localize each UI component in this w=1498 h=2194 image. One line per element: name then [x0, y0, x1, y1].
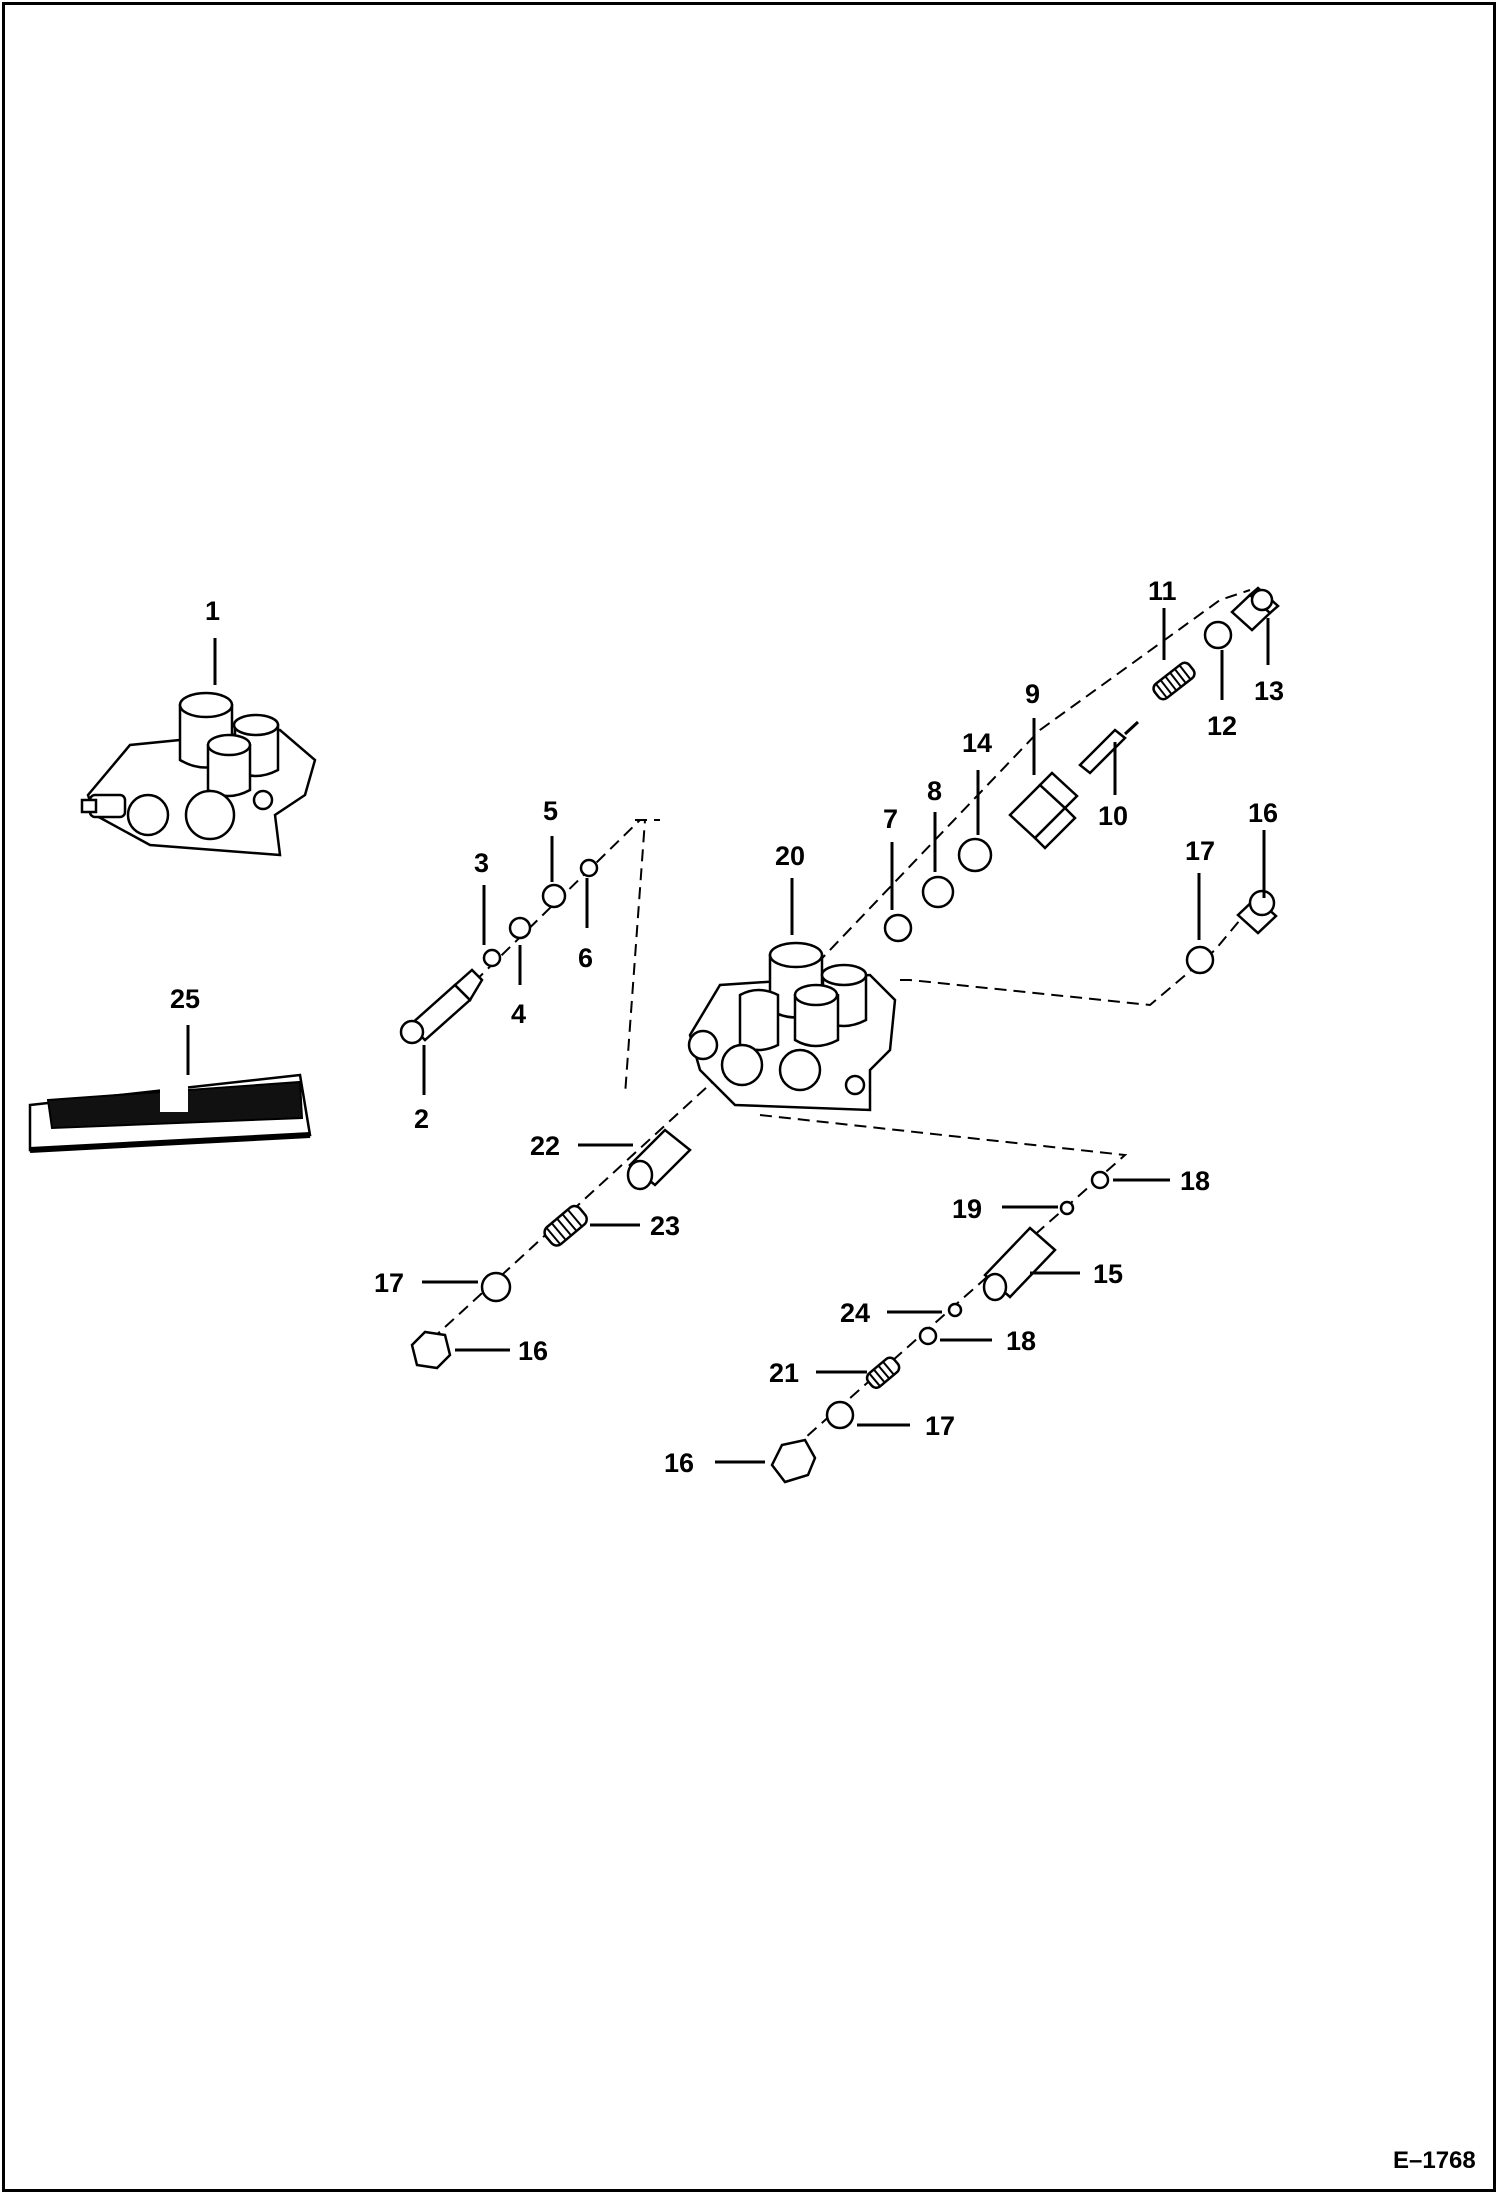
seal-kit-part-25 — [28, 1073, 312, 1153]
callout-labels: 1 2 3 4 5 6 7 8 9 10 11 12 13 14 15 16 1… — [170, 576, 1284, 1478]
callout-24: 24 — [840, 1298, 870, 1328]
o-ring-part-14 — [957, 837, 993, 873]
callout-16-lower: 16 — [664, 1448, 694, 1478]
ball-part-24 — [947, 1302, 963, 1318]
valve-assembly-part-1 — [80, 691, 317, 857]
callout-20: 20 — [775, 841, 805, 871]
callout-10: 10 — [1098, 801, 1128, 831]
callout-8: 8 — [927, 776, 942, 806]
o-ring-part-7 — [883, 913, 913, 943]
plug-part-16-left — [410, 1330, 452, 1370]
poppet-part-10 — [1078, 720, 1140, 775]
callout-11: 11 — [1148, 576, 1177, 606]
backup-ring-part-5 — [541, 883, 567, 909]
callout-18-upper: 18 — [1180, 1166, 1210, 1196]
o-ring-part-17-lower — [825, 1400, 855, 1430]
axis-top-port — [724, 589, 1251, 1061]
callout-19: 19 — [952, 1194, 982, 1224]
callout-5: 5 — [543, 796, 558, 826]
callout-17-left: 17 — [374, 1268, 404, 1298]
ball-part-19 — [1059, 1200, 1075, 1216]
spool-part-15 — [982, 1226, 1057, 1302]
valve-body-part-20 — [687, 941, 897, 1112]
spring-part-21 — [865, 1356, 901, 1389]
spring-part-23 — [543, 1204, 588, 1247]
spring-part-11 — [1152, 661, 1196, 701]
callout-21: 21 — [769, 1358, 799, 1388]
o-ring-part-17-left — [480, 1271, 512, 1303]
o-ring-part-12 — [1203, 620, 1233, 650]
callout-18-lower: 18 — [1006, 1326, 1036, 1356]
callout-4: 4 — [511, 999, 526, 1029]
seal-part-3 — [482, 948, 502, 968]
seal-part-18-upper — [1090, 1170, 1110, 1190]
callout-7: 7 — [883, 804, 898, 834]
callout-17-lower: 17 — [925, 1411, 955, 1441]
backup-ring-part-4 — [508, 916, 532, 940]
o-ring-part-17-right — [1185, 945, 1215, 975]
callout-1: 1 — [205, 596, 220, 626]
leader-lines — [186, 608, 1270, 1464]
figure-code: E–1768 — [1393, 2147, 1476, 2174]
relief-cartridge-part-2 — [399, 968, 484, 1045]
callout-22: 22 — [530, 1131, 560, 1161]
plug-part-16-lower — [770, 1438, 817, 1484]
assembly-axes — [419, 589, 1251, 1461]
callout-16-left: 16 — [518, 1336, 548, 1366]
callout-3: 3 — [474, 848, 489, 878]
callout-23: 23 — [650, 1211, 680, 1241]
relief-valve-part-9 — [1008, 771, 1079, 850]
callout-16-right: 16 — [1248, 798, 1278, 828]
callout-25: 25 — [170, 984, 200, 1014]
seal-part-6 — [579, 858, 599, 878]
callout-9: 9 — [1025, 679, 1040, 709]
plug-part-13 — [1230, 586, 1280, 632]
plug-part-16-right — [1236, 889, 1278, 935]
spool-part-22 — [626, 1128, 692, 1191]
callout-13: 13 — [1254, 676, 1284, 706]
seal-part-18-lower — [918, 1326, 938, 1346]
callout-12: 12 — [1207, 711, 1237, 741]
axis-side-port — [900, 919, 1241, 1007]
axis-left-spool — [419, 1074, 721, 1351]
backup-ring-part-8 — [921, 875, 955, 909]
callout-6: 6 — [578, 943, 593, 973]
callout-17-right: 17 — [1185, 836, 1215, 866]
axis-lower-spool — [759, 1114, 1128, 1461]
callout-2: 2 — [414, 1104, 429, 1134]
axis-relief-valve — [419, 819, 647, 1096]
callout-15: 15 — [1093, 1259, 1123, 1289]
callout-14: 14 — [962, 728, 992, 758]
